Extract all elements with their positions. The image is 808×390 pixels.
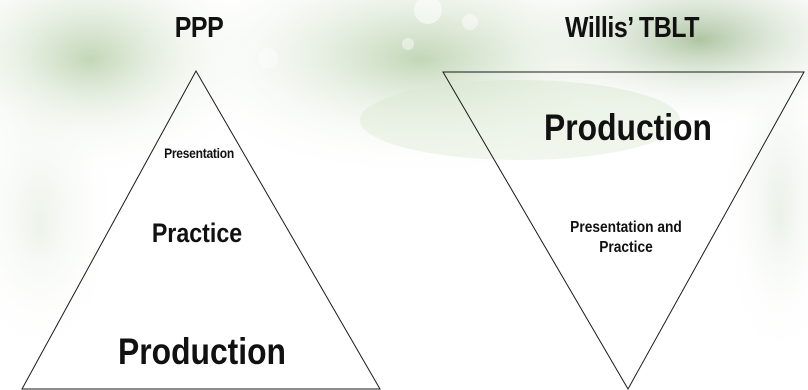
ppp-production-label: Production	[118, 331, 286, 372]
tblt-presentation-practice-label: Presentation and Practice	[570, 218, 682, 258]
tblt-production-label: Production	[544, 107, 712, 148]
tblt-presentation-line: Presentation and	[570, 219, 682, 236]
ppp-practice-label: Practice	[151, 218, 243, 248]
tblt-title: Willis’ TBLT	[564, 12, 700, 44]
tblt-practice-line: Practice	[599, 239, 653, 256]
ppp-presentation-label: Presentation	[164, 145, 234, 161]
ppp-title: PPP	[174, 12, 224, 44]
